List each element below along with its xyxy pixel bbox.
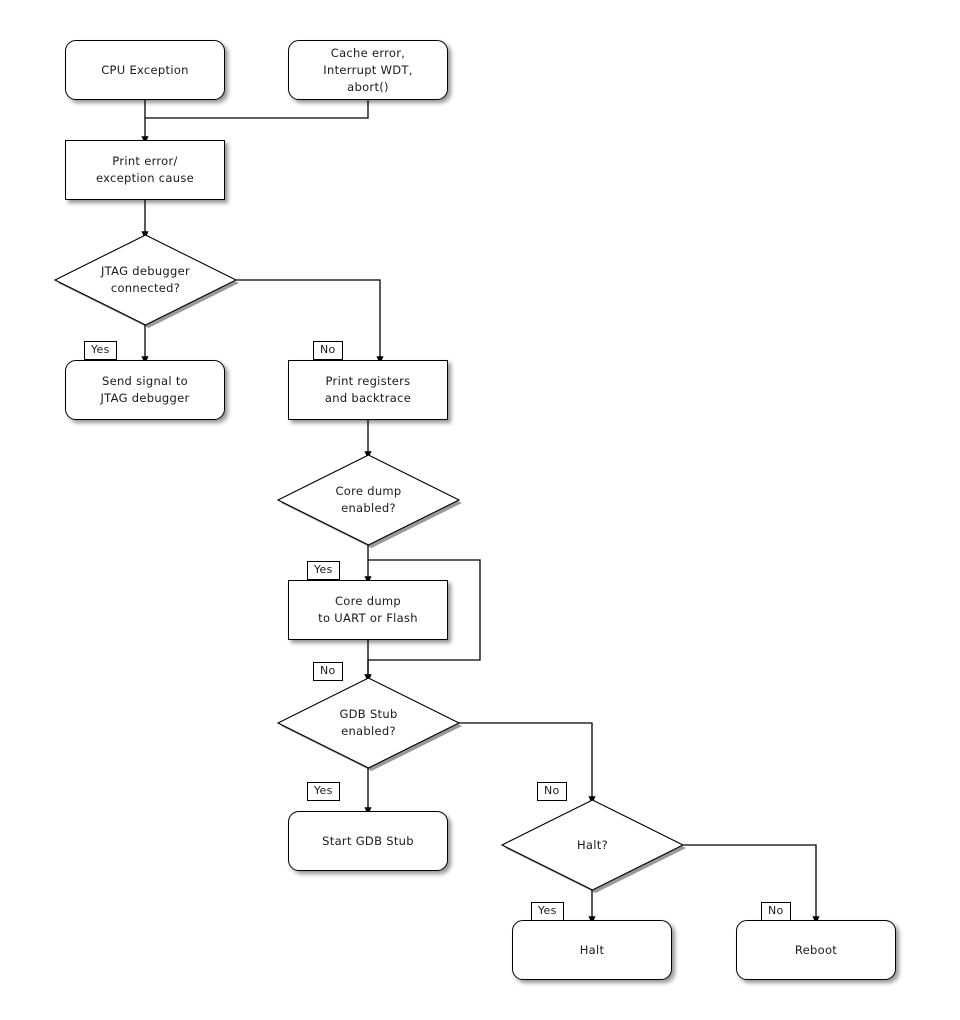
edge-label-gdbstub-no: No (537, 782, 567, 801)
process-node-print-error: Print error/ exception cause (65, 140, 225, 200)
edge-label-gdbstub-yes: Yes (307, 782, 340, 801)
process-node-reboot: Reboot (736, 920, 896, 980)
flow-edge (683, 844, 820, 925)
process-node-coredump-write: Core dump to UART or Flash (288, 580, 448, 640)
process-node-print-registers: Print registers and backtrace (288, 360, 448, 420)
process-node-halt: Halt (512, 920, 672, 980)
edge-label-jtag-no: No (313, 341, 343, 360)
edge-label-jtag-yes: Yes (84, 341, 117, 360)
decision-node-jtag-connected: JTAG debugger connected? (53, 234, 239, 328)
process-node-start-gdbstub: Start GDB Stub (288, 811, 448, 871)
node-label: Cache error, Interrupt WDT, abort() (323, 45, 413, 94)
node-label: Reboot (794, 942, 838, 957)
edge-label-halt-no: No (761, 902, 791, 921)
node-label: Start GDB Stub (322, 833, 414, 848)
edge-label-coredump-no: No (313, 662, 343, 681)
process-node-cache-error: Cache error, Interrupt WDT, abort() (288, 40, 448, 100)
node-label: CPU Exception (101, 62, 189, 77)
node-label: Send signal to JTAG debugger (100, 374, 190, 405)
node-label: Print registers and backtrace (324, 374, 412, 405)
decision-node-coredump-enabled: Core dump enabled? (276, 454, 462, 548)
flow-edge (458, 722, 596, 805)
edge-label-coredump-yes: Yes (307, 561, 340, 580)
decision-node-halt-question: Halt? (500, 799, 686, 893)
node-label: Core dump to UART or Flash (318, 594, 418, 625)
process-node-cpu-exception: CPU Exception (65, 40, 225, 100)
node-label: Print error/ exception cause (95, 154, 195, 185)
flow-edge (145, 100, 369, 119)
node-label: Halt (579, 942, 605, 957)
process-node-send-signal: Send signal to JTAG debugger (65, 360, 225, 420)
flow-edge (236, 279, 384, 365)
decision-node-gdbstub-enabled: GDB Stub enabled? (276, 677, 462, 771)
edge-label-halt-yes: Yes (531, 902, 564, 921)
